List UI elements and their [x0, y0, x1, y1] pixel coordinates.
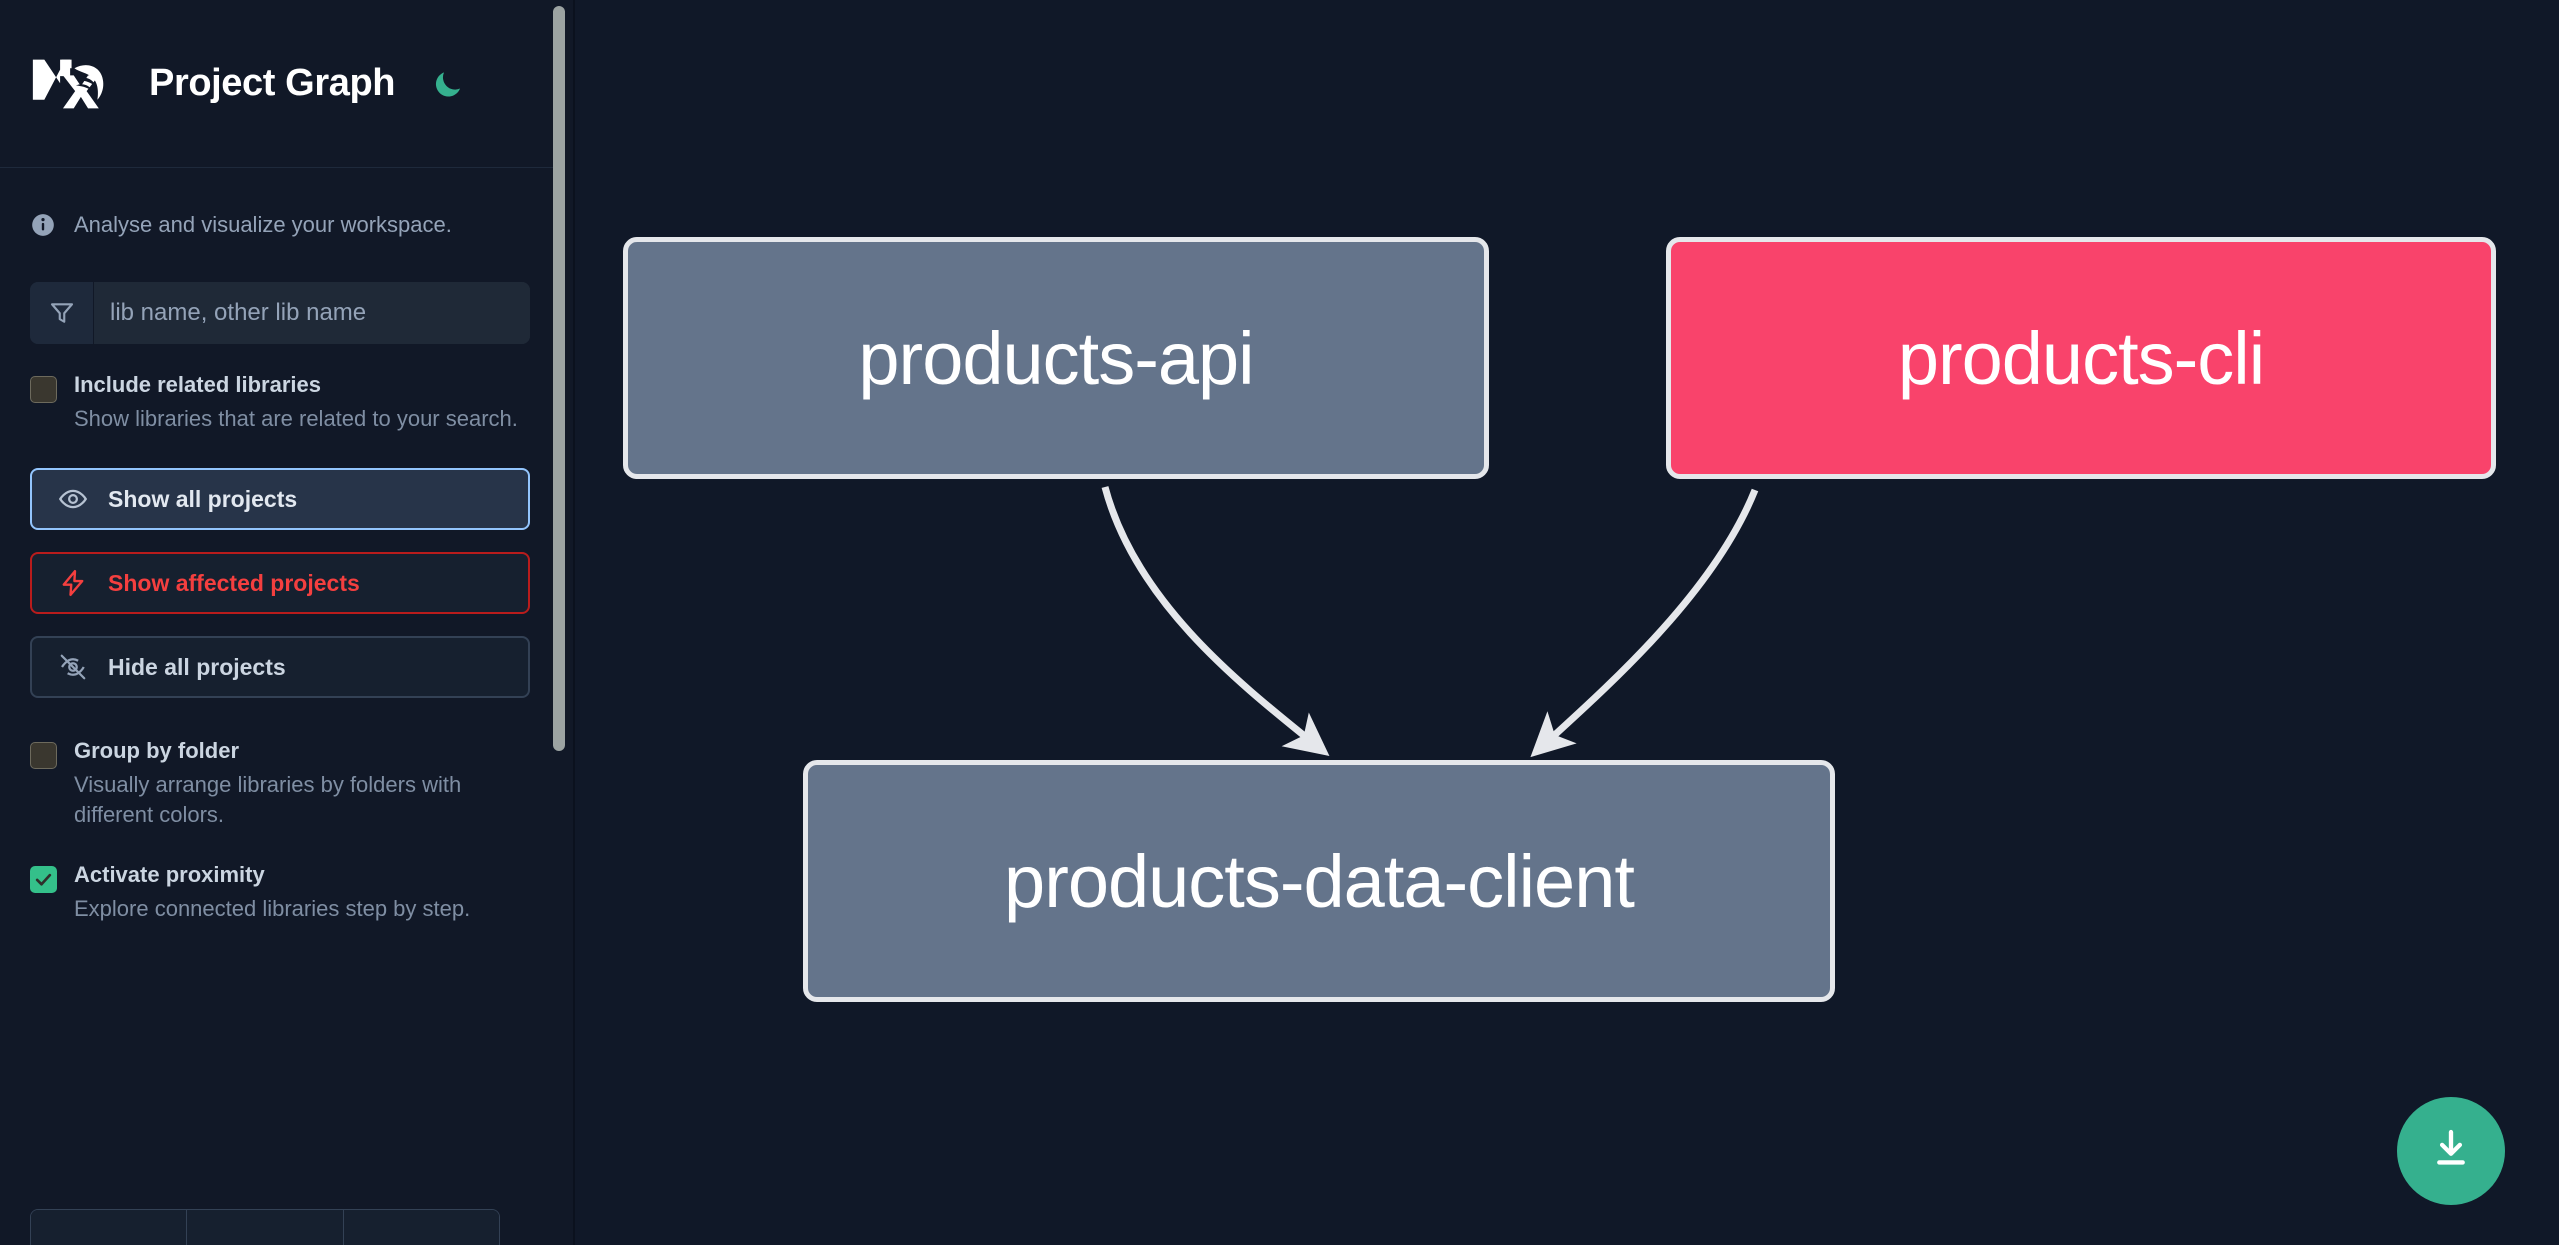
sidebar-scrollbar[interactable]	[553, 0, 565, 1245]
option-title: Include related libraries	[74, 372, 321, 397]
edge-products-cli-to-products-data-client	[1530, 488, 1759, 758]
eye-slash-icon	[58, 652, 88, 682]
info-icon	[30, 212, 56, 238]
sidebar-divider	[573, 0, 575, 1245]
show-affected-projects-button[interactable]: Show affected projects	[30, 552, 530, 615]
graph-node-label: products-cli	[1897, 316, 2265, 400]
option-description: Visually arrange libraries by folders wi…	[74, 771, 462, 828]
proximity-step-option[interactable]	[187, 1210, 344, 1245]
sidebar-content: Project Graph Analyse and visualize your…	[0, 0, 560, 1245]
search-row	[30, 282, 530, 344]
graph-node-products-cli[interactable]: products-cli	[1666, 237, 2496, 479]
graph-node-products-data-client[interactable]: products-data-client	[803, 760, 1835, 1002]
sidebar-tagline: Analyse and visualize your workspace.	[0, 190, 560, 260]
hide-all-projects-label: Hide all projects	[108, 653, 286, 680]
graph-node-products-api[interactable]: products-api	[623, 237, 1489, 479]
sidebar-tagline-text: Analyse and visualize your workspace.	[74, 212, 452, 237]
show-all-projects-button[interactable]: Show all projects	[30, 468, 530, 531]
graph-node-label: products-api	[858, 316, 1254, 400]
download-icon	[2425, 1123, 2477, 1180]
edge-products-api-to-products-data-client	[1101, 486, 1330, 757]
hide-all-projects-button[interactable]: Hide all projects	[30, 636, 530, 699]
sidebar-header: Project Graph	[0, 0, 560, 168]
graph-edges	[1101, 486, 1759, 758]
proximity-step-option[interactable]	[343, 1210, 499, 1245]
nx-logo	[30, 54, 116, 114]
show-all-projects-label: Show all projects	[108, 485, 298, 512]
page-title: Project Graph	[149, 62, 396, 104]
graph-action-buttons: Show all projects Show affected projects	[30, 468, 530, 699]
sidebar: Project Graph Analyse and visualize your…	[0, 0, 575, 1245]
option-title: Group by folder	[74, 738, 239, 764]
graph-node-label: products-data-client	[1004, 839, 1635, 923]
option-group-by-folder[interactable]: Group by folder Visually arrange librari…	[0, 736, 560, 830]
option-title: Activate proximity	[74, 862, 265, 888]
proximity-step-option[interactable]	[31, 1210, 188, 1245]
graph-canvas[interactable]: products-api products-cli products-data-…	[575, 0, 2559, 1245]
show-affected-projects-label: Show affected projects	[108, 569, 360, 596]
lightning-bolt-icon	[58, 568, 88, 598]
group-by-folder-checkbox[interactable]	[30, 742, 57, 770]
search-input[interactable]	[94, 282, 530, 344]
include-related-libraries-checkbox[interactable]	[30, 376, 57, 403]
download-graph-button[interactable]	[2397, 1097, 2505, 1205]
sidebar-scrollbar-thumb[interactable]	[553, 6, 565, 751]
option-include-related-libraries[interactable]: Include related libraries Show libraries…	[0, 370, 560, 434]
option-activate-proximity[interactable]: Activate proximity Explore connected lib…	[0, 860, 560, 924]
filter-icon	[30, 282, 94, 344]
option-description: Show libraries that are related to your …	[74, 405, 518, 431]
moon-icon[interactable]	[428, 64, 468, 104]
eye-icon	[58, 484, 88, 514]
activate-proximity-checkbox[interactable]	[30, 866, 57, 894]
option-description: Explore connected libraries step by step…	[74, 896, 471, 922]
proximity-step-group[interactable]	[30, 1209, 500, 1245]
